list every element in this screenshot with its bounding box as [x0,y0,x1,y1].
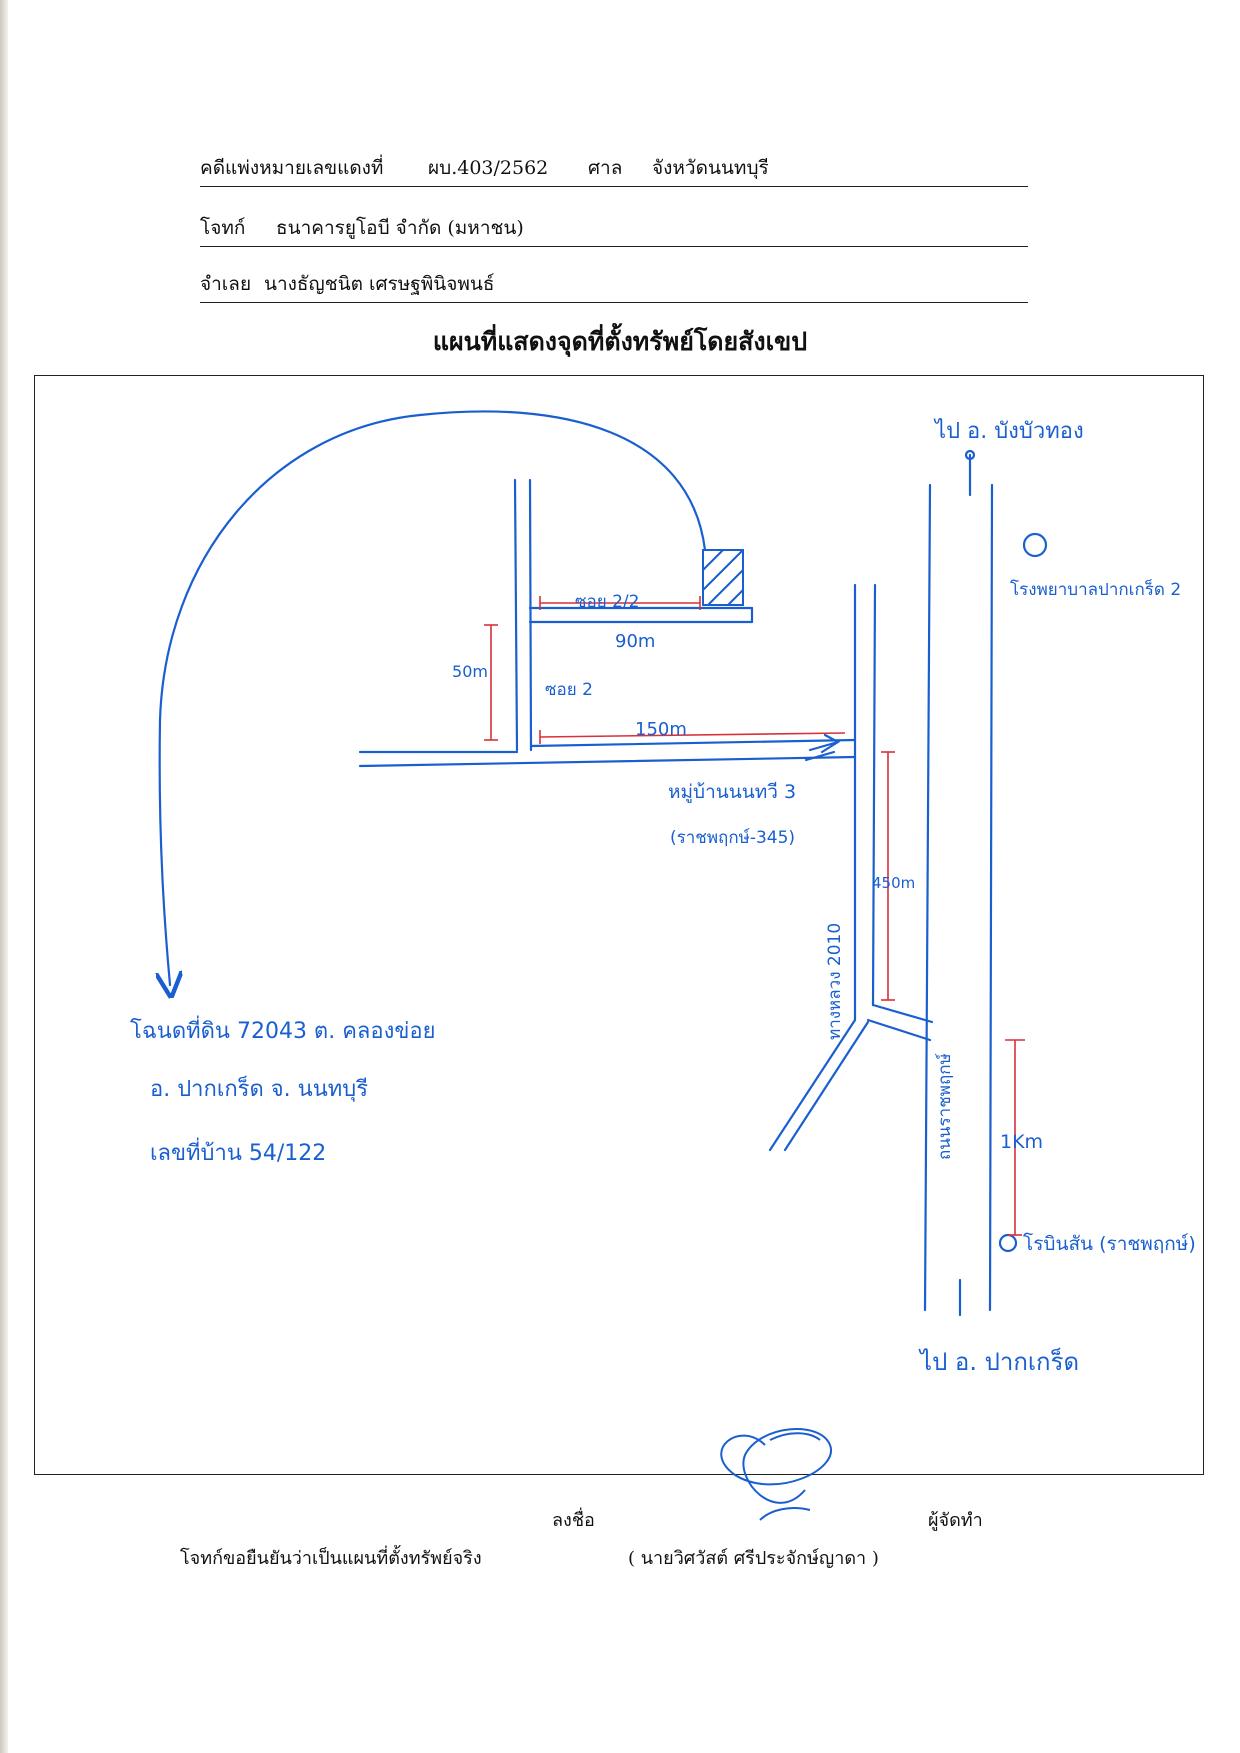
scan-edge [0,0,8,1753]
highway-2010-label: ทางหลวง 2010 [825,923,845,1040]
junction-bottom [866,1018,932,1042]
landmark-label: โรบินสัน (ราชพฤกษ์) [1023,1232,1196,1255]
deed-note-line2: อ. ปากเกร็ด จ. นนทบุรี [150,1074,368,1102]
connector-road-right [871,583,877,1007]
main-road-label: ถนนราชพฤกษ์ [935,1053,955,1160]
soi-212-label: ซอย 2/2 [575,592,639,612]
plaintiff-row: โจทก์ ธนาคารยูโอบี จำกัด (มหาชน) [200,217,1028,247]
to-bottom-label: ไป อ. ปากเกร็ด [918,1347,1079,1376]
property-marker [702,549,744,606]
soi-2-label: ซอย 2 [545,680,593,700]
distance-150m: 150m [635,719,687,740]
distance-50m: 50m [452,662,488,681]
case-label: คดีแพ่งหมายเลขแดงที่ [200,157,384,179]
case-number: ผบ.403/2562 [428,157,549,179]
school-label: โรงพยาบาลปากเกร็ด 2 [1010,578,1181,600]
distance-1km: 1Km [1000,1131,1043,1153]
sign-label: ลงชื่อ [552,1510,595,1531]
lower-road-bottom [358,755,857,768]
signer-name: ( นายวิศวัสต์ ศรีประจักษ์ญาดา ) [628,1548,879,1569]
lower-road-top-right [529,738,857,748]
distance-450m: 450m [872,874,915,892]
village-label: หมู่บ้านนนทวี 3 [668,781,796,803]
highway-2010-left [768,1018,857,1152]
deed-note-line1: โฉนดที่ดิน 72043 ต. คลองข่อย [130,1015,436,1044]
highway-2010-right [783,1020,870,1152]
case-number-row: คดีแพ่งหมายเลขแดงที่ ผบ.403/2562 ศาล จัง… [200,157,1028,187]
plaintiff-name: ธนาคารยูโอบี จำกัด (มหาชน) [276,217,524,239]
maker-label: ผู้จัดทำ [928,1510,983,1531]
to-top-label: ไป อ. บังบัวทอง [933,418,1084,444]
main-road-right [988,483,994,1312]
pointer-arrow [160,410,707,985]
court-label: ศาล [588,157,623,179]
defendant-row: จำเลย นางธัญชนิต เศรษฐพินิจพนธ์ [200,273,1028,303]
map-frame [34,375,1204,1475]
signature [720,1428,833,1521]
landmark-marker [998,1233,1018,1253]
soi-road-left-edge [513,478,519,752]
village-sub-label: (ราชพฤกษ์-345) [670,828,795,848]
page-title: แผนที่แสดงจุดที่ตั้งทรัพย์โดยสังเขป [432,327,808,356]
junction-top [871,1003,934,1024]
plaintiff-label: โจทก์ [200,217,246,239]
soi-road-right-edge [528,478,533,752]
certify-text: โจทก์ขอยืนยันว่าเป็นแผนที่ตั้งทรัพย์จริง [180,1548,482,1569]
main-road-left [923,483,932,1312]
court-name: จังหวัดนนทบุรี [652,157,769,179]
school-marker [1022,532,1048,558]
deed-note-line3: เลขที่บ้าน 54/122 [150,1137,326,1166]
defendant-name: นางธัญชนิต เศรษฐพินิจพนธ์ [264,273,495,295]
defendant-label: จำเลย [200,273,252,295]
distance-90m: 90m [615,631,655,652]
